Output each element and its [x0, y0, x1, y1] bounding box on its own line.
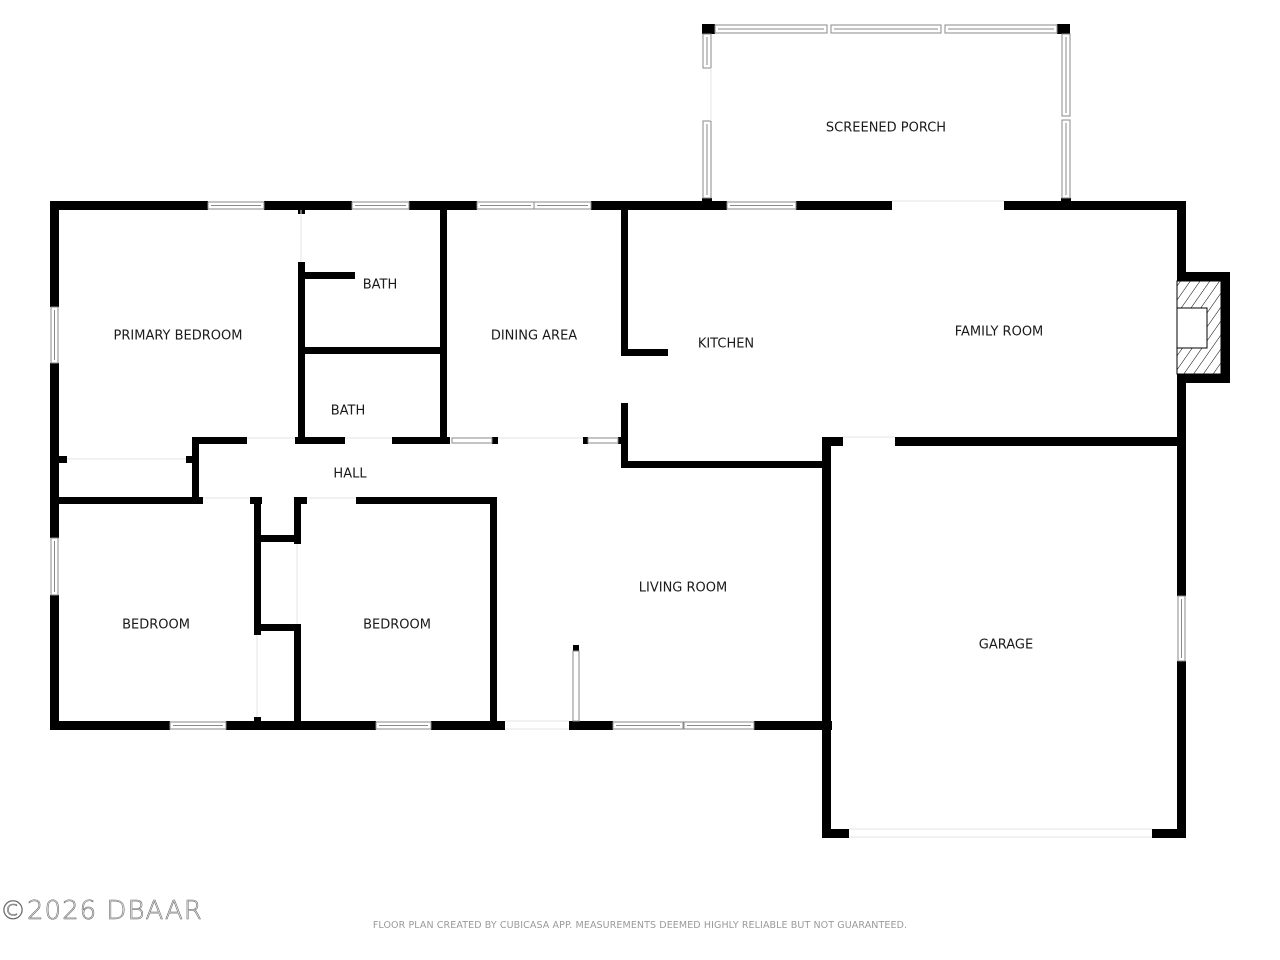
- wall-segment: [50, 363, 59, 538]
- wall-segment: [573, 645, 579, 651]
- label-bath: BATH: [363, 278, 398, 293]
- wall-segment: [192, 437, 199, 503]
- wall-segment: [298, 347, 444, 354]
- wall-segment: [1057, 24, 1070, 34]
- wall-segment: [621, 349, 668, 356]
- wall-segment: [591, 201, 727, 210]
- wall-segment: [295, 437, 345, 444]
- wall-segment: [1177, 661, 1186, 838]
- room-labels: SCREENED PORCH PRIMARY BEDROOM BATH BATH…: [114, 121, 1044, 653]
- wall-segment: [1152, 829, 1186, 838]
- wall-segment: [50, 497, 203, 504]
- wall-segment: [254, 717, 261, 723]
- wall-segment: [50, 201, 208, 210]
- wall-segment: [186, 456, 194, 463]
- wall-segment: [254, 497, 261, 635]
- wall-segment: [1061, 198, 1071, 204]
- wall-segment: [583, 437, 588, 444]
- copyright-watermark: ©2026 DBAAR: [0, 896, 203, 927]
- window: [207, 201, 265, 210]
- wall-segment: [621, 461, 831, 468]
- label-living-room: LIVING ROOM: [639, 581, 727, 596]
- wall-segment: [492, 437, 498, 444]
- wall-segment: [392, 437, 450, 444]
- wall-segment: [1177, 374, 1186, 596]
- wall-segment: [702, 198, 712, 204]
- wall-segment: [569, 721, 613, 730]
- label-bedroom: BEDROOM: [122, 618, 190, 633]
- wall-segment: [621, 403, 628, 468]
- label-kitchen: KITCHEN: [698, 337, 754, 352]
- wall-segment: [1177, 201, 1186, 277]
- window: [572, 650, 580, 722]
- window: [476, 201, 592, 210]
- window: [50, 306, 59, 364]
- wall-segment: [294, 624, 301, 730]
- label-hall: HALL: [333, 467, 367, 482]
- label-bath: BATH: [331, 404, 366, 419]
- wall-segment: [409, 201, 477, 210]
- porch-screen: [702, 33, 712, 199]
- label-family-room: FAMILY ROOM: [955, 325, 1044, 340]
- wall-segment: [294, 497, 301, 544]
- wall-segment: [254, 535, 300, 542]
- wall-segment: [822, 829, 849, 838]
- wall-segment: [754, 721, 832, 730]
- wall-segment: [1004, 201, 1186, 210]
- wall-segment: [50, 721, 170, 730]
- window: [587, 437, 619, 444]
- window: [169, 721, 227, 730]
- wall-segment: [440, 210, 447, 442]
- wall-segment: [822, 437, 831, 838]
- wall-segment: [192, 437, 247, 444]
- label-garage: GARAGE: [979, 638, 1033, 653]
- wall-segment: [50, 456, 67, 463]
- wall-segment: [621, 210, 628, 356]
- wall-segment: [490, 497, 497, 730]
- window: [726, 201, 797, 210]
- label-bedroom: BEDROOM: [363, 618, 431, 633]
- footer-disclaimer: FLOOR PLAN CREATED BY CUBICASA APP. MEAS…: [372, 920, 908, 931]
- wall-segment: [1221, 272, 1230, 383]
- window: [50, 537, 59, 596]
- porch-screen: [1061, 33, 1071, 199]
- fireplace-icon: [1176, 280, 1222, 375]
- wall-segment: [702, 24, 715, 34]
- wall-segment: [298, 272, 355, 279]
- wall-segment: [822, 437, 843, 446]
- openings: [67, 68, 1152, 838]
- wall-segment: [356, 497, 497, 504]
- window: [451, 437, 493, 444]
- label-primary-bedroom: PRIMARY BEDROOM: [114, 329, 243, 344]
- wall-segment: [254, 624, 300, 631]
- window: [1177, 595, 1186, 662]
- walls: [50, 24, 1230, 838]
- label-screened-porch: SCREENED PORCH: [826, 121, 946, 136]
- window: [612, 721, 755, 730]
- window: [375, 721, 432, 730]
- wall-segment: [50, 595, 59, 730]
- wall-segment: [264, 201, 352, 210]
- windows: [50, 24, 1186, 730]
- wall-segment: [1177, 272, 1230, 281]
- window: [351, 201, 410, 210]
- label-dining-area: DINING AREA: [491, 329, 577, 344]
- wall-segment: [431, 721, 505, 730]
- porch-screen: [714, 24, 1058, 34]
- wall-segment: [50, 201, 59, 307]
- wall-segment: [895, 437, 1186, 446]
- wall-segment: [1177, 374, 1230, 383]
- wall-segment: [796, 201, 892, 210]
